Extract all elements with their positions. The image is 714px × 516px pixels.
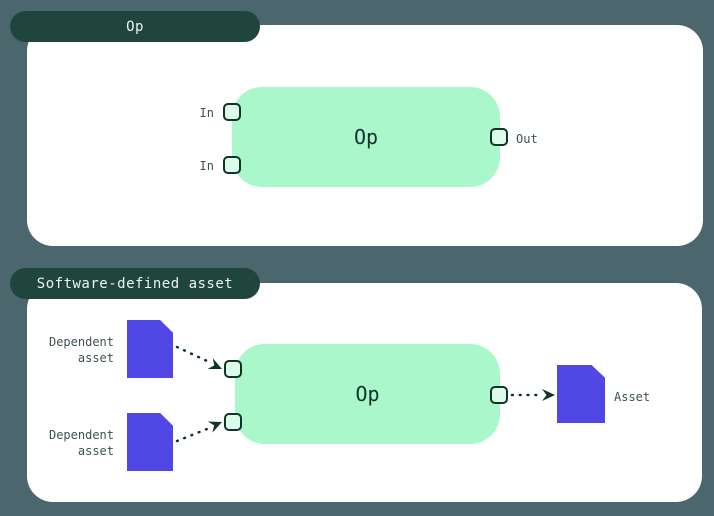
op-input-handle-1 [223, 103, 241, 121]
op-output-handle [490, 128, 508, 146]
op-output-label: Out [516, 132, 538, 146]
op-input-label-1: In [199, 106, 214, 120]
op-node-label: Op [353, 125, 379, 149]
op-node: Op [232, 87, 500, 187]
sda-panel-tab: Software-defined asset [10, 268, 260, 299]
dependent-asset-label-1: Dependent asset [48, 335, 114, 365]
dependent-asset-label-2: Dependent asset [48, 428, 114, 458]
op-input-handle-2 [223, 156, 241, 174]
asset-icon [557, 365, 605, 423]
sda-op-node: Op [235, 344, 500, 444]
op-panel-tab: Op [10, 11, 260, 42]
sda-op-node-label: Op [355, 382, 380, 406]
sda-output-handle [490, 386, 508, 404]
sda-input-handle-2 [224, 413, 242, 431]
dependent-asset-icon-2 [127, 413, 173, 471]
op-input-label-2: In [199, 159, 214, 173]
dependent-asset-icon-1 [127, 320, 173, 378]
asset-label: Asset [614, 390, 651, 404]
sda-tab-label: Software-defined asset [36, 275, 234, 292]
sda-input-handle-1 [224, 360, 242, 378]
op-tab-label: Op [126, 18, 144, 35]
